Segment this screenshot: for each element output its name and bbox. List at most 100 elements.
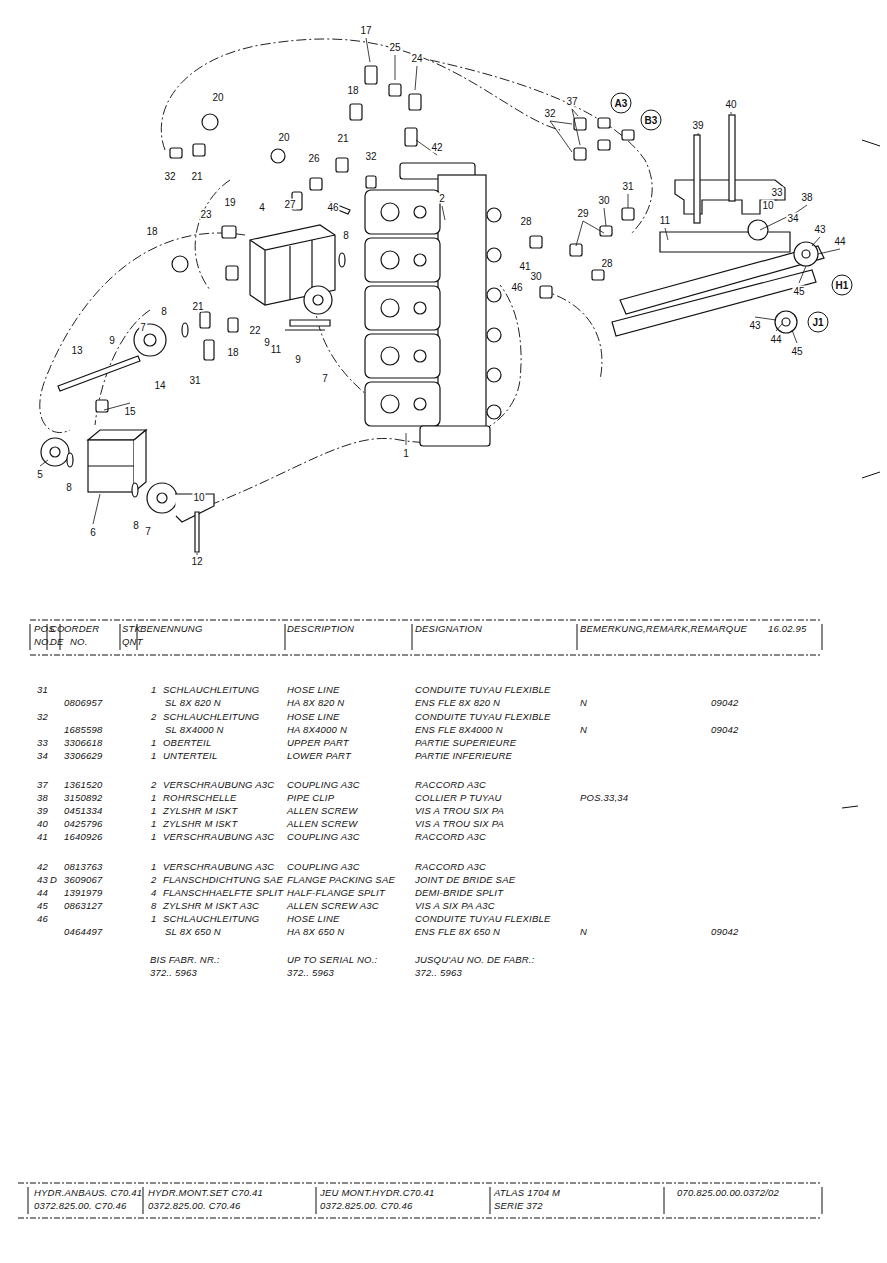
callout-number: 45 — [790, 346, 803, 357]
port-label: A3 — [615, 98, 628, 108]
callout-number: 32 — [364, 151, 377, 162]
callout-number: 21 — [191, 301, 204, 312]
callout-number: 27 — [283, 199, 296, 210]
table-cell: SCHLAUCHLEITUNG — [163, 913, 259, 924]
table-cell: 1640926 — [64, 831, 102, 842]
callout-number: 7 — [144, 526, 152, 537]
table-cell: ENS FLE 8X 650 N — [415, 926, 500, 937]
table-cell: 1 — [151, 750, 156, 761]
table-cell: DEMI-BRIDE SPLIT — [415, 887, 503, 898]
callout-number: 30 — [529, 271, 542, 282]
table-cell: HA 8X4000 N — [287, 724, 347, 735]
callout-number: 26 — [307, 153, 320, 164]
callout-number: 8 — [342, 230, 350, 241]
table-cell: 46 — [37, 913, 48, 924]
callout-number: 28 — [600, 258, 613, 269]
callout-number: 18 — [145, 226, 158, 237]
table-cell: 41 — [37, 831, 48, 842]
callout-number: 28 — [519, 216, 532, 227]
header-cell: CO — [50, 623, 65, 634]
table-cell: VIS A TROU SIX PA — [415, 805, 504, 816]
port-label: J1 — [812, 317, 823, 327]
table-cell: ZYLSHR M ISKT — [163, 818, 237, 829]
table-cell: 4 — [151, 887, 156, 898]
callout-number: 25 — [388, 42, 401, 53]
callout-number: 22 — [248, 325, 261, 336]
table-cell: PARTIE SUPERIEURE — [415, 737, 516, 748]
table-cell: 32 — [37, 711, 48, 722]
callout-number: 39 — [691, 120, 704, 131]
table-cell: SCHLAUCHLEITUNG — [163, 684, 259, 695]
table-cell: 2 — [151, 711, 156, 722]
table-cell: HOSE LINE — [287, 684, 339, 695]
header-cell: QNT — [122, 636, 143, 647]
footer-cell: 0372.825.00. C70.46 — [320, 1200, 413, 1211]
table-cell: N — [580, 697, 587, 708]
callout-number: 18 — [346, 85, 359, 96]
table-cell: 0451334 — [64, 805, 102, 816]
table-cell: D — [50, 874, 57, 885]
note-text: JUSQU'AU NO. DE FABR.: — [415, 954, 535, 965]
callout-number: 7 — [139, 322, 147, 333]
table-cell: UNTERTEIL — [163, 750, 217, 761]
table-cell: HOSE LINE — [287, 711, 339, 722]
callout-number: 8 — [132, 520, 140, 531]
table-cell: RACCORD A3C — [415, 831, 486, 842]
callout-number: 31 — [621, 181, 634, 192]
table-cell: 0806957 — [64, 697, 102, 708]
callout-number: 21 — [190, 171, 203, 182]
port-circle: H1 — [832, 275, 853, 296]
header-cell: ORDER — [64, 623, 99, 634]
table-cell: COUPLING A3C — [287, 861, 360, 872]
table-cell: 44 — [37, 887, 48, 898]
port-circle: J1 — [808, 312, 829, 333]
table-cell: 3306629 — [64, 750, 102, 761]
table-cell: COLLIER P TUYAU — [415, 792, 502, 803]
table-cell: CONDUITE TUYAU FLEXIBLE — [415, 684, 551, 695]
table-cell: 3306618 — [64, 737, 102, 748]
callout-number: 33 — [770, 187, 783, 198]
table-cell: SL 8X4000 N — [165, 724, 224, 735]
callout-number: 23 — [199, 209, 212, 220]
callout-number: 18 — [226, 347, 239, 358]
table-cell: 09042 — [711, 926, 738, 937]
callout-number: 42 — [430, 142, 443, 153]
callout-number: 24 — [410, 53, 423, 64]
table-cell: 1 — [151, 913, 156, 924]
callout-number: 11 — [270, 344, 282, 355]
table-cell: 2 — [151, 874, 156, 885]
table-cell: VIS A TROU SIX PA — [415, 818, 504, 829]
callout-number: 21 — [336, 133, 349, 144]
table-cell: VIS A SIX PA A3C — [415, 900, 495, 911]
table-cell: 1361520 — [64, 779, 102, 790]
callout-number: 8 — [160, 306, 168, 317]
table-cell: 33 — [37, 737, 48, 748]
callout-number: 9 — [294, 354, 302, 365]
table-cell: PIPE CLIP — [287, 792, 334, 803]
table-cell: ZYLSHR M ISKT — [163, 805, 237, 816]
callout-number: 32 — [163, 171, 176, 182]
port-circle: B3 — [641, 110, 662, 131]
callout-number: 40 — [724, 99, 737, 110]
callout-number: 45 — [792, 286, 805, 297]
table-cell: 0425796 — [64, 818, 102, 829]
table-cell: VERSCHRAUBUNG A3C — [163, 831, 274, 842]
table-cell: 1 — [151, 818, 156, 829]
table-cell: 0464497 — [64, 926, 102, 937]
callout-number: 19 — [223, 197, 236, 208]
port-label: H1 — [836, 280, 849, 290]
callout-number: 32 — [543, 108, 556, 119]
table-cell: ENS FLE 8X 820 N — [415, 697, 500, 708]
note-text: 372.. 5963 — [415, 967, 462, 978]
header-cell: 16.02.95 — [768, 623, 807, 634]
footer-cell: 070.825.00.00.0372/02 — [677, 1187, 779, 1198]
callout-number: 43 — [813, 224, 826, 235]
callout-number: 38 — [800, 192, 813, 203]
footer-cell: ATLAS 1704 M — [494, 1187, 560, 1198]
table-cell: 1 — [151, 861, 156, 872]
footer-cell: JEU MONT.HYDR.C70.41 — [320, 1187, 435, 1198]
callout-number: 34 — [786, 213, 799, 224]
table-cell: ROHRSCHELLE — [163, 792, 236, 803]
table-cell: 43 — [37, 874, 48, 885]
table-cell: FLANSCHDICHTUNG SAE — [163, 874, 283, 885]
